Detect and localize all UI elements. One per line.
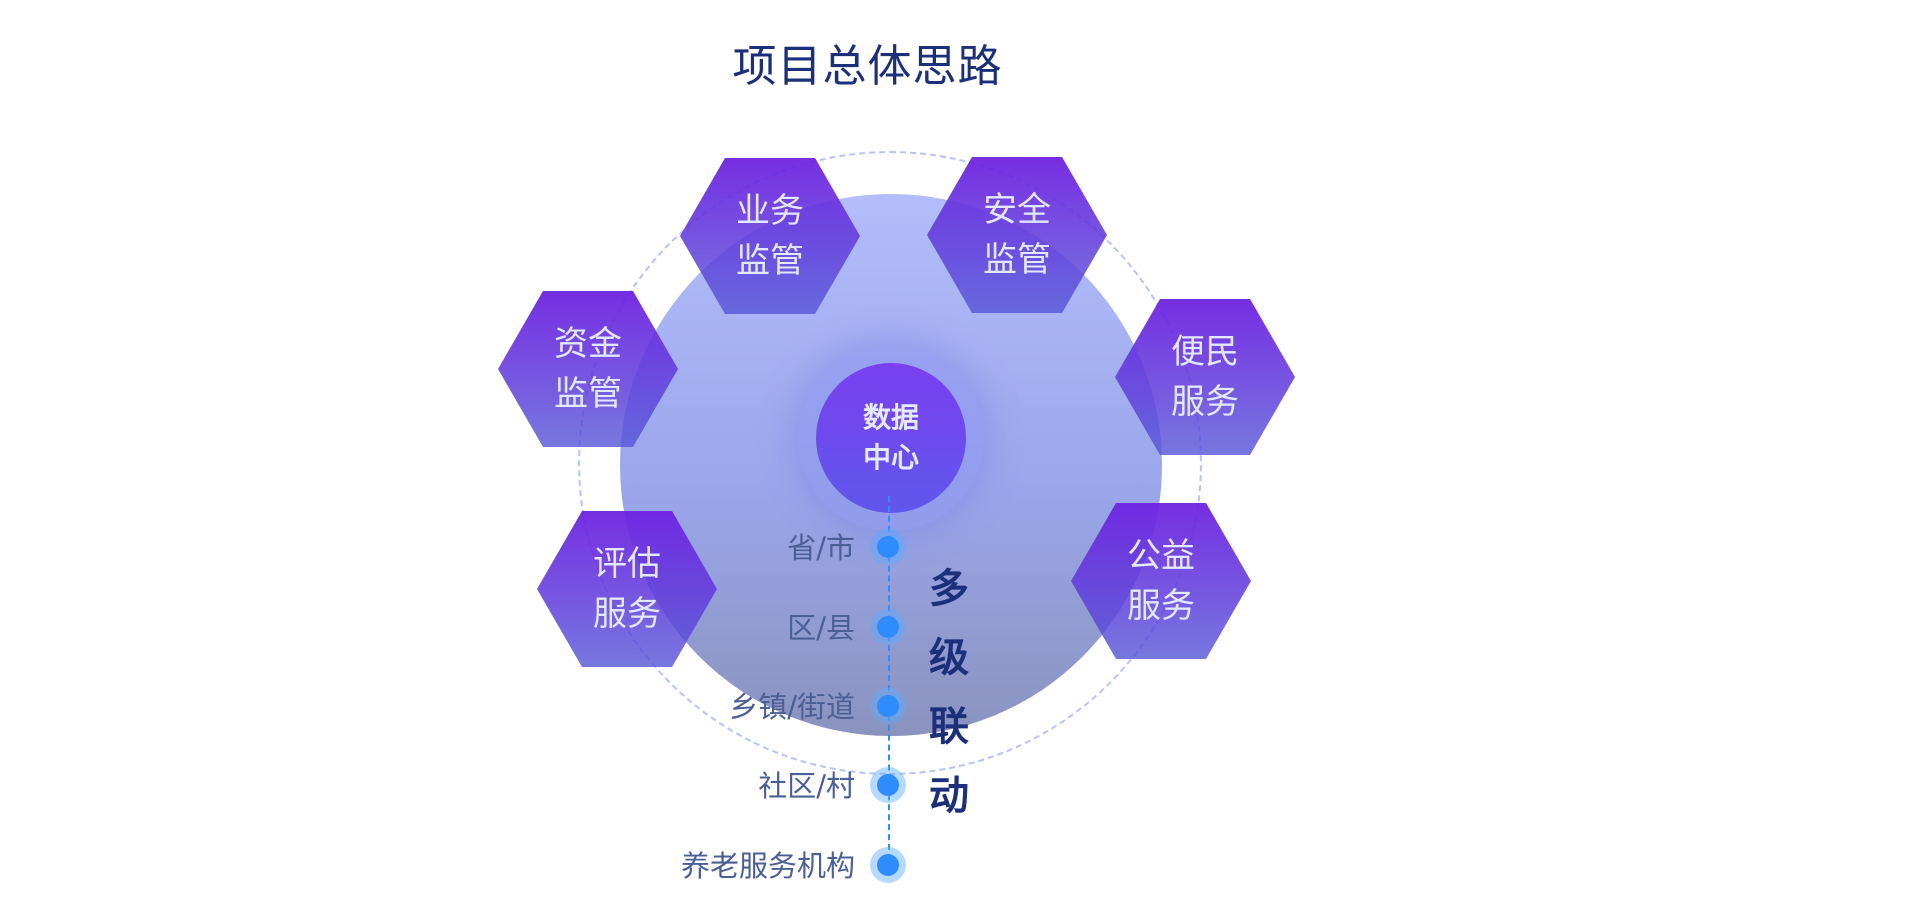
- hexagon-label-line1: 安全: [983, 190, 1051, 230]
- hexagon-safety-supervision: 安全 监管: [927, 157, 1107, 313]
- hexagon-label-line1: 业务: [736, 191, 804, 231]
- data-center-node: 数据 中心: [816, 363, 966, 513]
- multi-level-linkage-text: 多 级 联 动: [924, 555, 974, 831]
- hexagon-label-line2: 监管: [983, 240, 1051, 280]
- linkage-char: 动: [929, 773, 969, 819]
- hexagon-assessment-service: 评估 服务: [537, 511, 717, 667]
- level-node-dot: [870, 609, 906, 645]
- level-node-dot: [870, 688, 906, 724]
- level-node-dot: [870, 529, 906, 565]
- level-label-elderly-care-institution: 养老服务机构: [680, 849, 855, 883]
- hexagon-label-line1: 便民: [1171, 332, 1239, 372]
- hierarchy-dashed-line: [888, 496, 890, 860]
- level-label-province-city: 省/市: [787, 531, 855, 565]
- level-node-dot: [870, 767, 906, 803]
- linkage-char: 联: [929, 704, 969, 750]
- data-center-label-line2: 中心: [862, 441, 919, 474]
- level-label-district-county: 区/县: [787, 611, 855, 645]
- hexagon-public-welfare-service: 公益 服务: [1071, 503, 1251, 659]
- hexagon-label-line1: 公益: [1127, 536, 1195, 576]
- level-node-dot: [870, 847, 906, 883]
- hexagon-convenience-service: 便民 服务: [1115, 299, 1295, 455]
- level-label-community-village: 社区/村: [758, 769, 855, 803]
- linkage-char: 级: [929, 635, 969, 681]
- hexagon-fund-supervision: 资金 监管: [498, 291, 678, 447]
- linkage-char: 多: [929, 566, 969, 612]
- hexagon-business-supervision: 业务 监管: [680, 158, 860, 314]
- hexagon-label-line1: 评估: [593, 544, 661, 584]
- hexagon-label-line2: 服务: [1171, 382, 1239, 422]
- hexagon-label-line2: 服务: [1127, 586, 1195, 626]
- hexagon-label-line2: 监管: [736, 241, 804, 281]
- hexagon-label-line2: 服务: [593, 594, 661, 634]
- level-label-town-street: 乡镇/街道: [729, 690, 855, 724]
- hexagon-label-line1: 资金: [554, 324, 622, 364]
- page-title: 项目总体思路: [732, 41, 1003, 92]
- hexagon-label-line2: 监管: [554, 374, 622, 414]
- data-center-label-line1: 数据: [862, 401, 919, 434]
